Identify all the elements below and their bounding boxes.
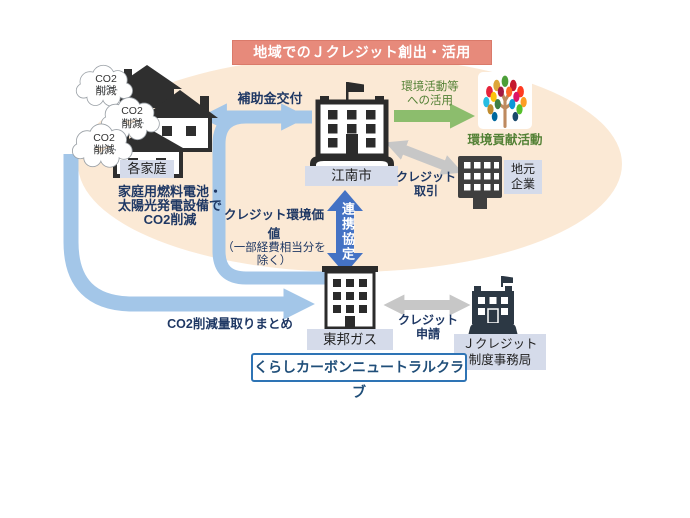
co2-aggregate-arrow (63, 154, 315, 320)
credit-trade-label: クレジット 取引 (394, 170, 458, 199)
jcredit-office-line1: Ｊクレジット (462, 337, 538, 351)
credit-trade-line1: クレジット (395, 170, 456, 184)
credit-apply-line2: 申請 (415, 327, 440, 342)
local-company-line2: 企業 (510, 177, 535, 191)
credit-value-line1: クレジット環境価値 (223, 208, 324, 241)
households-note-line1: 家庭用燃料電池・ (117, 184, 222, 199)
credit-value-label: クレジット環境価値 （一部経費相当分を 除く） (218, 204, 330, 268)
credit-apply-label: クレジット 申請 (398, 313, 458, 342)
credit-value-line3: 除く） (256, 255, 292, 268)
env-use-line2: への活用 (407, 95, 453, 108)
cloud-icon (71, 123, 133, 168)
title-banner: 地域でのＪクレジット創出・活用 (232, 40, 492, 65)
local-company-building-icon (458, 156, 502, 209)
co2-aggregate-label: CO2削減量取りまとめ (167, 317, 293, 331)
tree-leaves (483, 75, 527, 122)
credit-trade-line2: 取引 (413, 184, 438, 199)
credit-trade-arrow (385, 140, 463, 175)
colorful-tree-icon (483, 75, 527, 128)
env-use-label: 環境活動等 への活用 (392, 80, 468, 109)
households-note-line3: CO2削減 (143, 211, 197, 227)
credit-value-line2: （一部経費相当分を (222, 242, 326, 254)
toho-gas-building-icon (322, 266, 378, 330)
env-use-line1: 環境活動等 (401, 81, 459, 93)
city-label: 江南市 (305, 166, 398, 186)
cloud-icon (75, 64, 133, 107)
households-note: 家庭用燃料電池・ 太陽光発電設備で CO2削減 (88, 185, 252, 226)
club-box: くらしカーボンニュートラルクラブ (251, 353, 467, 400)
toho-gas-label: 東邦ガス (307, 329, 393, 350)
jcredit-office-line2: 制度事務局 (468, 353, 532, 367)
credit-apply-line1: クレジット (398, 313, 459, 327)
subsidy-label: 補助金交付 (237, 91, 303, 106)
partnership-label: 連携協定 (340, 202, 355, 262)
local-company-label: 地元 企業 (504, 160, 542, 194)
tree-caption: 環境貢献活動 (467, 133, 543, 147)
city-hall-icon (310, 82, 394, 168)
tree-box (478, 72, 532, 129)
jcredit-office-label: Ｊクレジット 制度事務局 (454, 334, 546, 370)
partnership-arrow (327, 190, 363, 274)
local-company-line1: 地元 (510, 162, 535, 176)
households-note-line2: 太陽光発電設備で (117, 197, 222, 213)
households-label: 各家庭 (120, 160, 174, 178)
jcredit-office-building-icon (468, 276, 518, 336)
